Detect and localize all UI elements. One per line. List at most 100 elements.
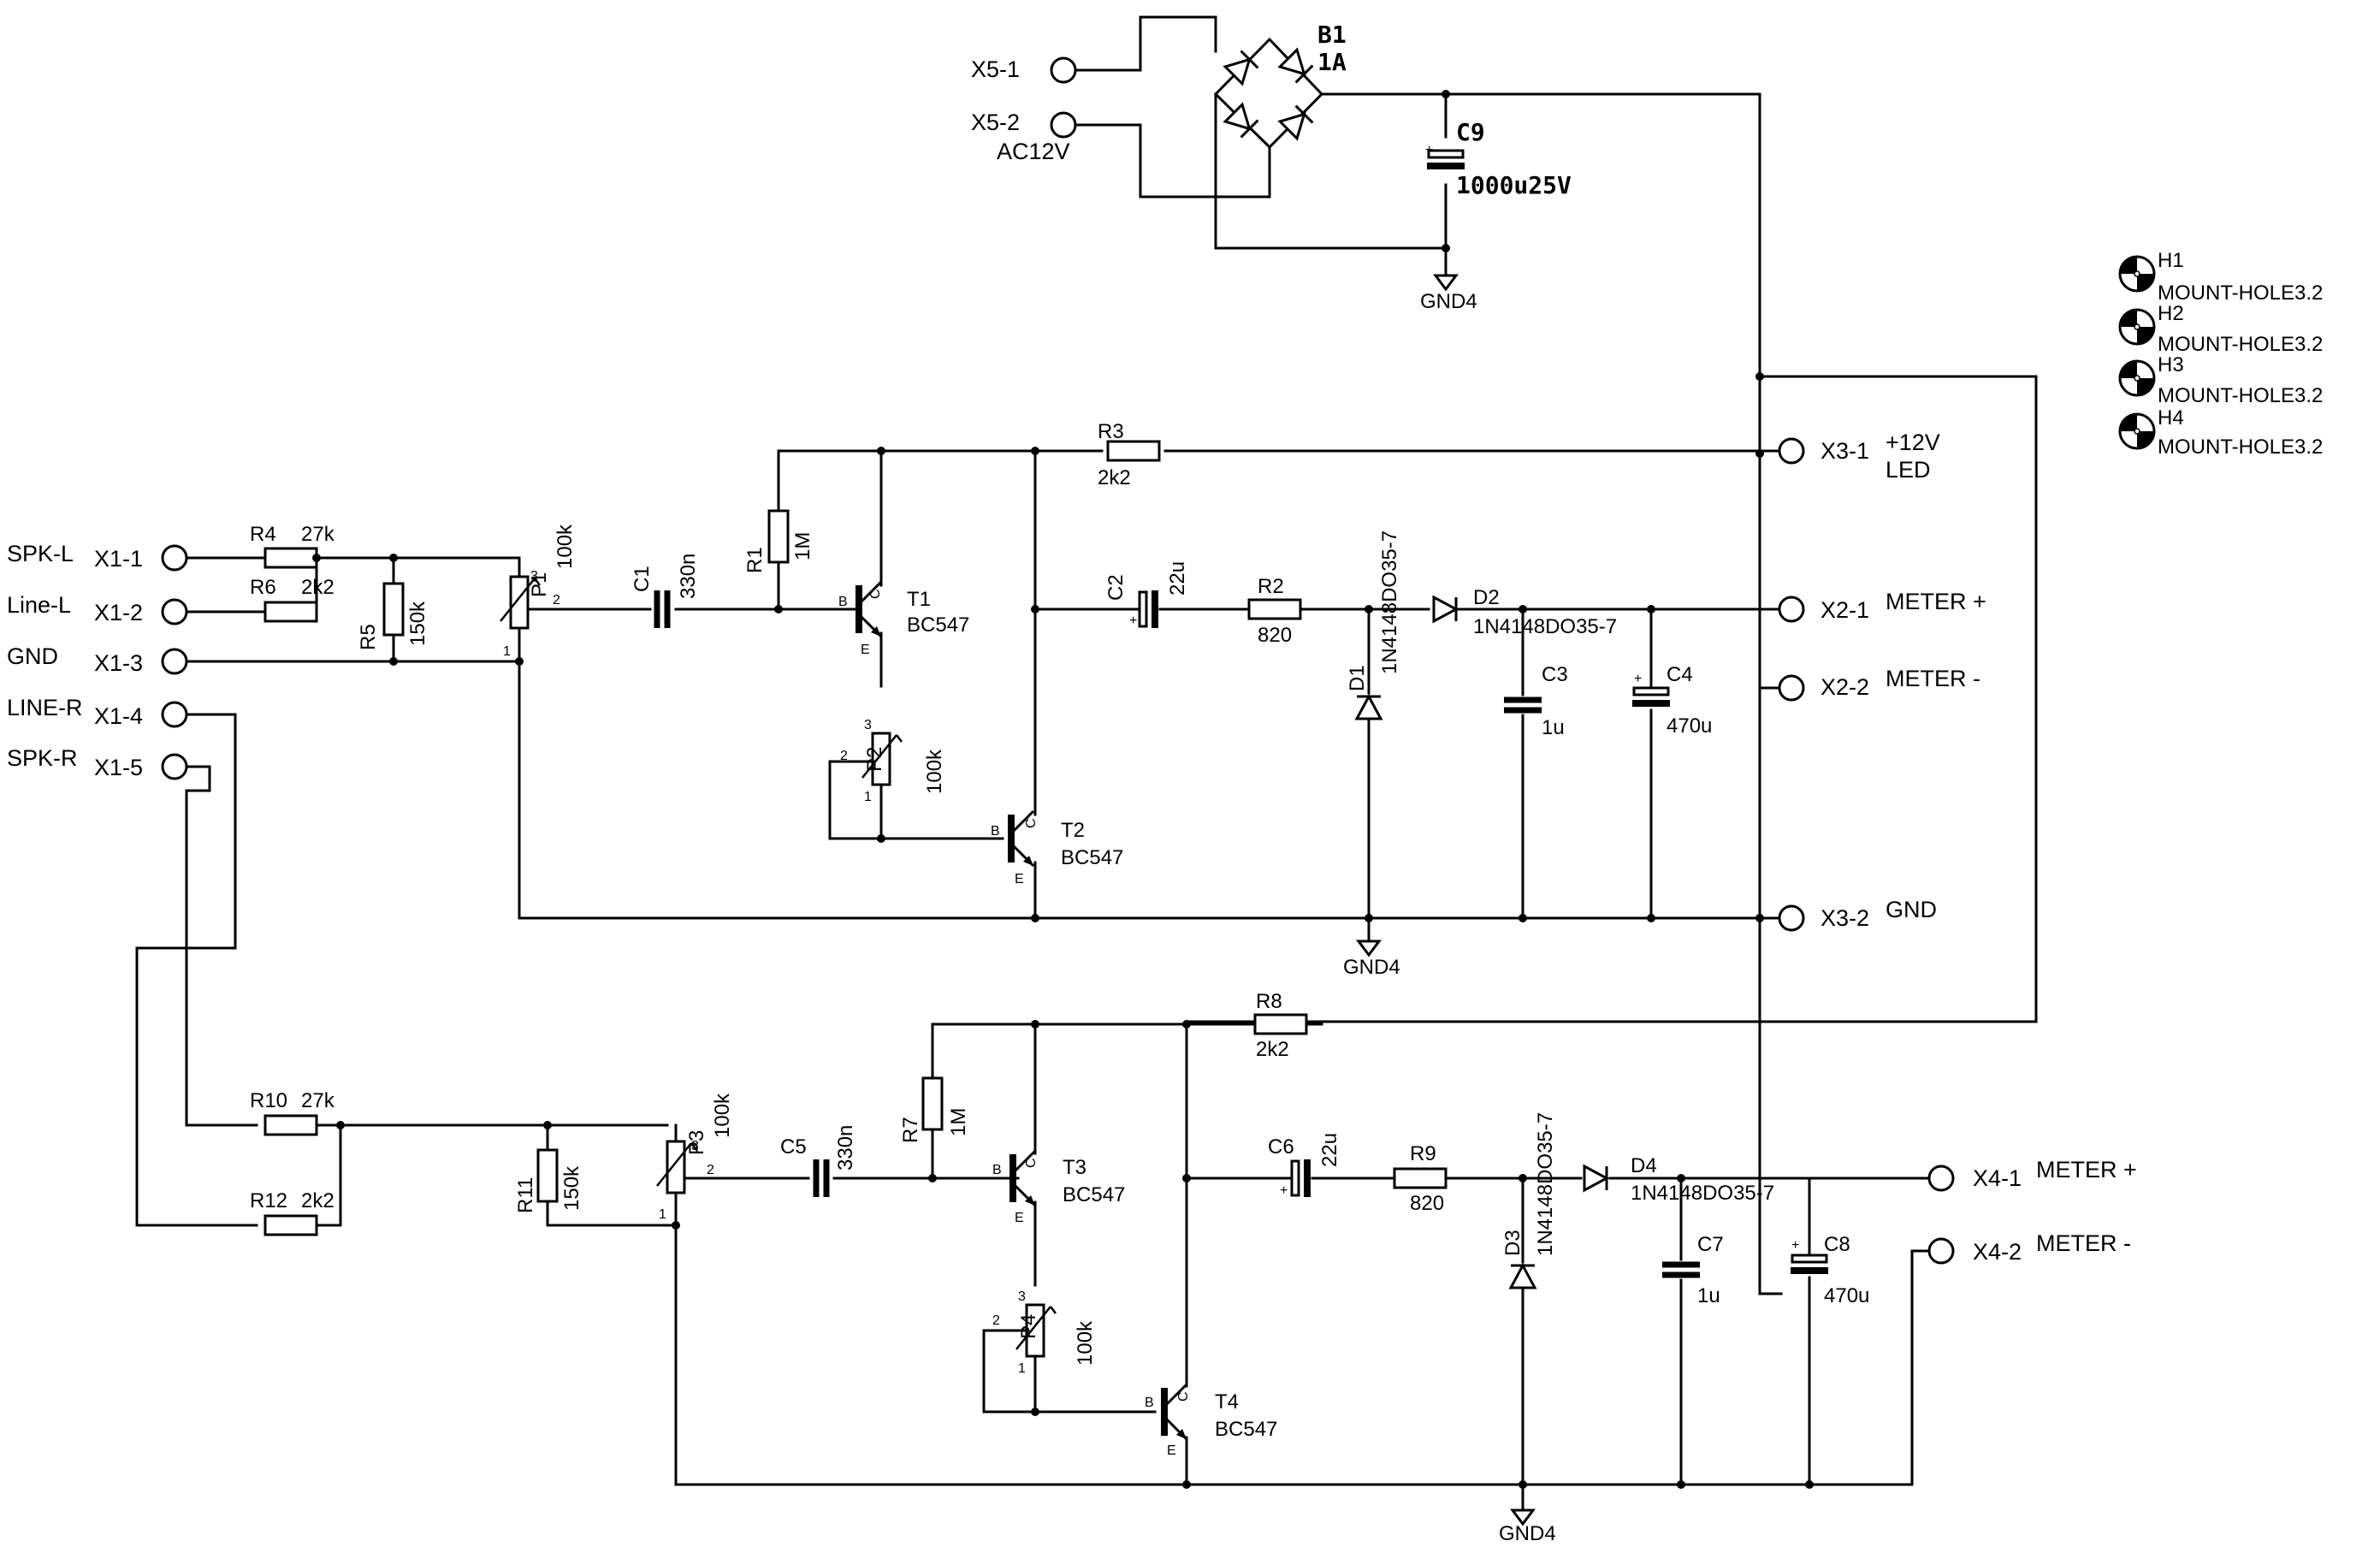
wire-t1-e: [828, 631, 883, 840]
resistor-r10: [263, 1114, 318, 1136]
pin-t3-c: C: [1024, 1158, 1039, 1168]
junction: [1442, 244, 1450, 252]
label-x3-1: X3-1: [1821, 438, 1869, 464]
pad-x3-1: [1778, 437, 1805, 465]
label-c6-plus: +: [1280, 1183, 1288, 1198]
capacitor-c5: [816, 1159, 826, 1197]
label-plus12v: +12V: [1886, 430, 1940, 455]
pin-t4-c: C: [1176, 1391, 1191, 1402]
label-t1: T1: [907, 588, 931, 611]
label-x1-5: X1-5: [94, 755, 143, 780]
label-x5-1: X5-1: [971, 56, 1020, 82]
gnd-left: [1357, 939, 1381, 957]
junction: [389, 657, 398, 666]
pad-x1-3: [161, 648, 188, 675]
right-channel-section: R10 27k R12 2k2 R11 150k P3 100k 3 2 1 C…: [135, 713, 2137, 1545]
label-h1: H1: [2158, 249, 2184, 272]
junction: [1755, 372, 1764, 381]
label-t3-value: BC547: [1063, 1183, 1125, 1206]
junction: [1365, 914, 1373, 922]
mount-hole-icon: [2118, 308, 2156, 346]
junction: [336, 1121, 345, 1129]
pin-t3-e: E: [1015, 1211, 1024, 1225]
pin-p2-2: 2: [840, 749, 848, 763]
bridge-diodes: [1223, 48, 1314, 140]
label-t2: T2: [1061, 819, 1085, 842]
label-p2-value: 100k: [923, 749, 946, 794]
label-d2: D2: [1473, 586, 1500, 609]
label-c2-value: 22u: [1166, 561, 1189, 596]
pin-t1-b: B: [838, 595, 848, 609]
pin-p3-2: 2: [707, 1163, 714, 1177]
label-c4: C4: [1667, 663, 1693, 686]
wire-x2-2: [1758, 686, 1781, 920]
label-d4: D4: [1631, 1154, 1657, 1177]
label-led: LED: [1886, 457, 1931, 483]
pin-p2-3: 3: [864, 718, 872, 732]
wire-ac1: [1074, 15, 1217, 72]
power-supply-section: X5-1 X5-2 AC12V B1 1A C9 1000u25V + GND4: [971, 15, 2038, 1295]
capacitor-c3: [1504, 700, 1542, 710]
label-c5-value: 330n: [834, 1125, 857, 1171]
label-p1-value: 100k: [554, 524, 577, 569]
label-r3: R3: [1098, 420, 1124, 443]
label-d3: D3: [1501, 1230, 1525, 1256]
pin-p1-2: 2: [553, 593, 560, 608]
pin-t4-e: E: [1167, 1443, 1176, 1458]
wire-p1: [518, 556, 1037, 920]
diode-d2: [1432, 596, 1458, 623]
diode-d4: [1583, 1165, 1608, 1192]
pin-t1-e: E: [861, 643, 870, 657]
label-t4-value: BC547: [1215, 1418, 1277, 1441]
label-t3: T3: [1063, 1156, 1086, 1179]
capacitor-c2: [1140, 590, 1155, 628]
label-r12-value: 2k2: [301, 1189, 335, 1212]
label-r9-value: 820: [1410, 1192, 1444, 1215]
label-x1-1: X1-1: [94, 546, 143, 572]
junction: [543, 1121, 552, 1129]
junction: [928, 1174, 937, 1182]
label-c8: C8: [1824, 1233, 1850, 1256]
junction: [312, 554, 321, 562]
label-r6-value: 2k2: [301, 576, 335, 599]
pin-t2-b: B: [991, 824, 1000, 839]
junction: [672, 1221, 680, 1230]
pad-x2-1: [1778, 596, 1805, 623]
junction: [877, 834, 885, 843]
label-c1-value: 330n: [677, 554, 700, 599]
label-r8: R8: [1256, 990, 1282, 1013]
label-t1-value: BC547: [907, 613, 969, 637]
resistor-r2: [1247, 598, 1302, 620]
pin-p2-1: 1: [864, 790, 872, 804]
label-c7-value: 1u: [1697, 1284, 1720, 1307]
junction: [1647, 914, 1655, 922]
junction: [1365, 605, 1373, 613]
label-p2: P2: [863, 747, 886, 772]
junction: [1031, 1408, 1039, 1416]
junction: [877, 447, 885, 455]
pad-x1-4: [161, 701, 188, 728]
junction: [1647, 605, 1655, 613]
label-p3: P3: [685, 1130, 708, 1155]
resistor-r12: [263, 1214, 318, 1236]
label-c4-plus: +: [1634, 672, 1642, 686]
label-x2-1: X2-1: [1821, 597, 1869, 623]
label-x4-1: X4-1: [1973, 1165, 2022, 1191]
pad-x5-2: [1050, 111, 1077, 139]
pin-t2-c: C: [1024, 818, 1039, 828]
resistor-r3: [1106, 440, 1161, 462]
pad-x5-1: [1050, 56, 1077, 84]
junction: [1031, 1020, 1039, 1028]
label-c9: C9: [1456, 118, 1485, 146]
wire-r12-out: [315, 1123, 342, 1227]
label-c2: C2: [1104, 574, 1128, 601]
label-r8-value: 2k2: [1256, 1038, 1289, 1061]
label-h1-value: MOUNT-HOLE3.2: [2158, 282, 2323, 305]
resistor-r6: [263, 601, 318, 623]
capacitor-c8: [1791, 1255, 1828, 1271]
label-r5: R5: [357, 624, 380, 650]
pad-x1-5: [161, 753, 188, 780]
gnd-top: [1434, 274, 1458, 291]
pad-x4-2: [1927, 1237, 1955, 1265]
label-p3-value: 100k: [711, 1093, 734, 1138]
